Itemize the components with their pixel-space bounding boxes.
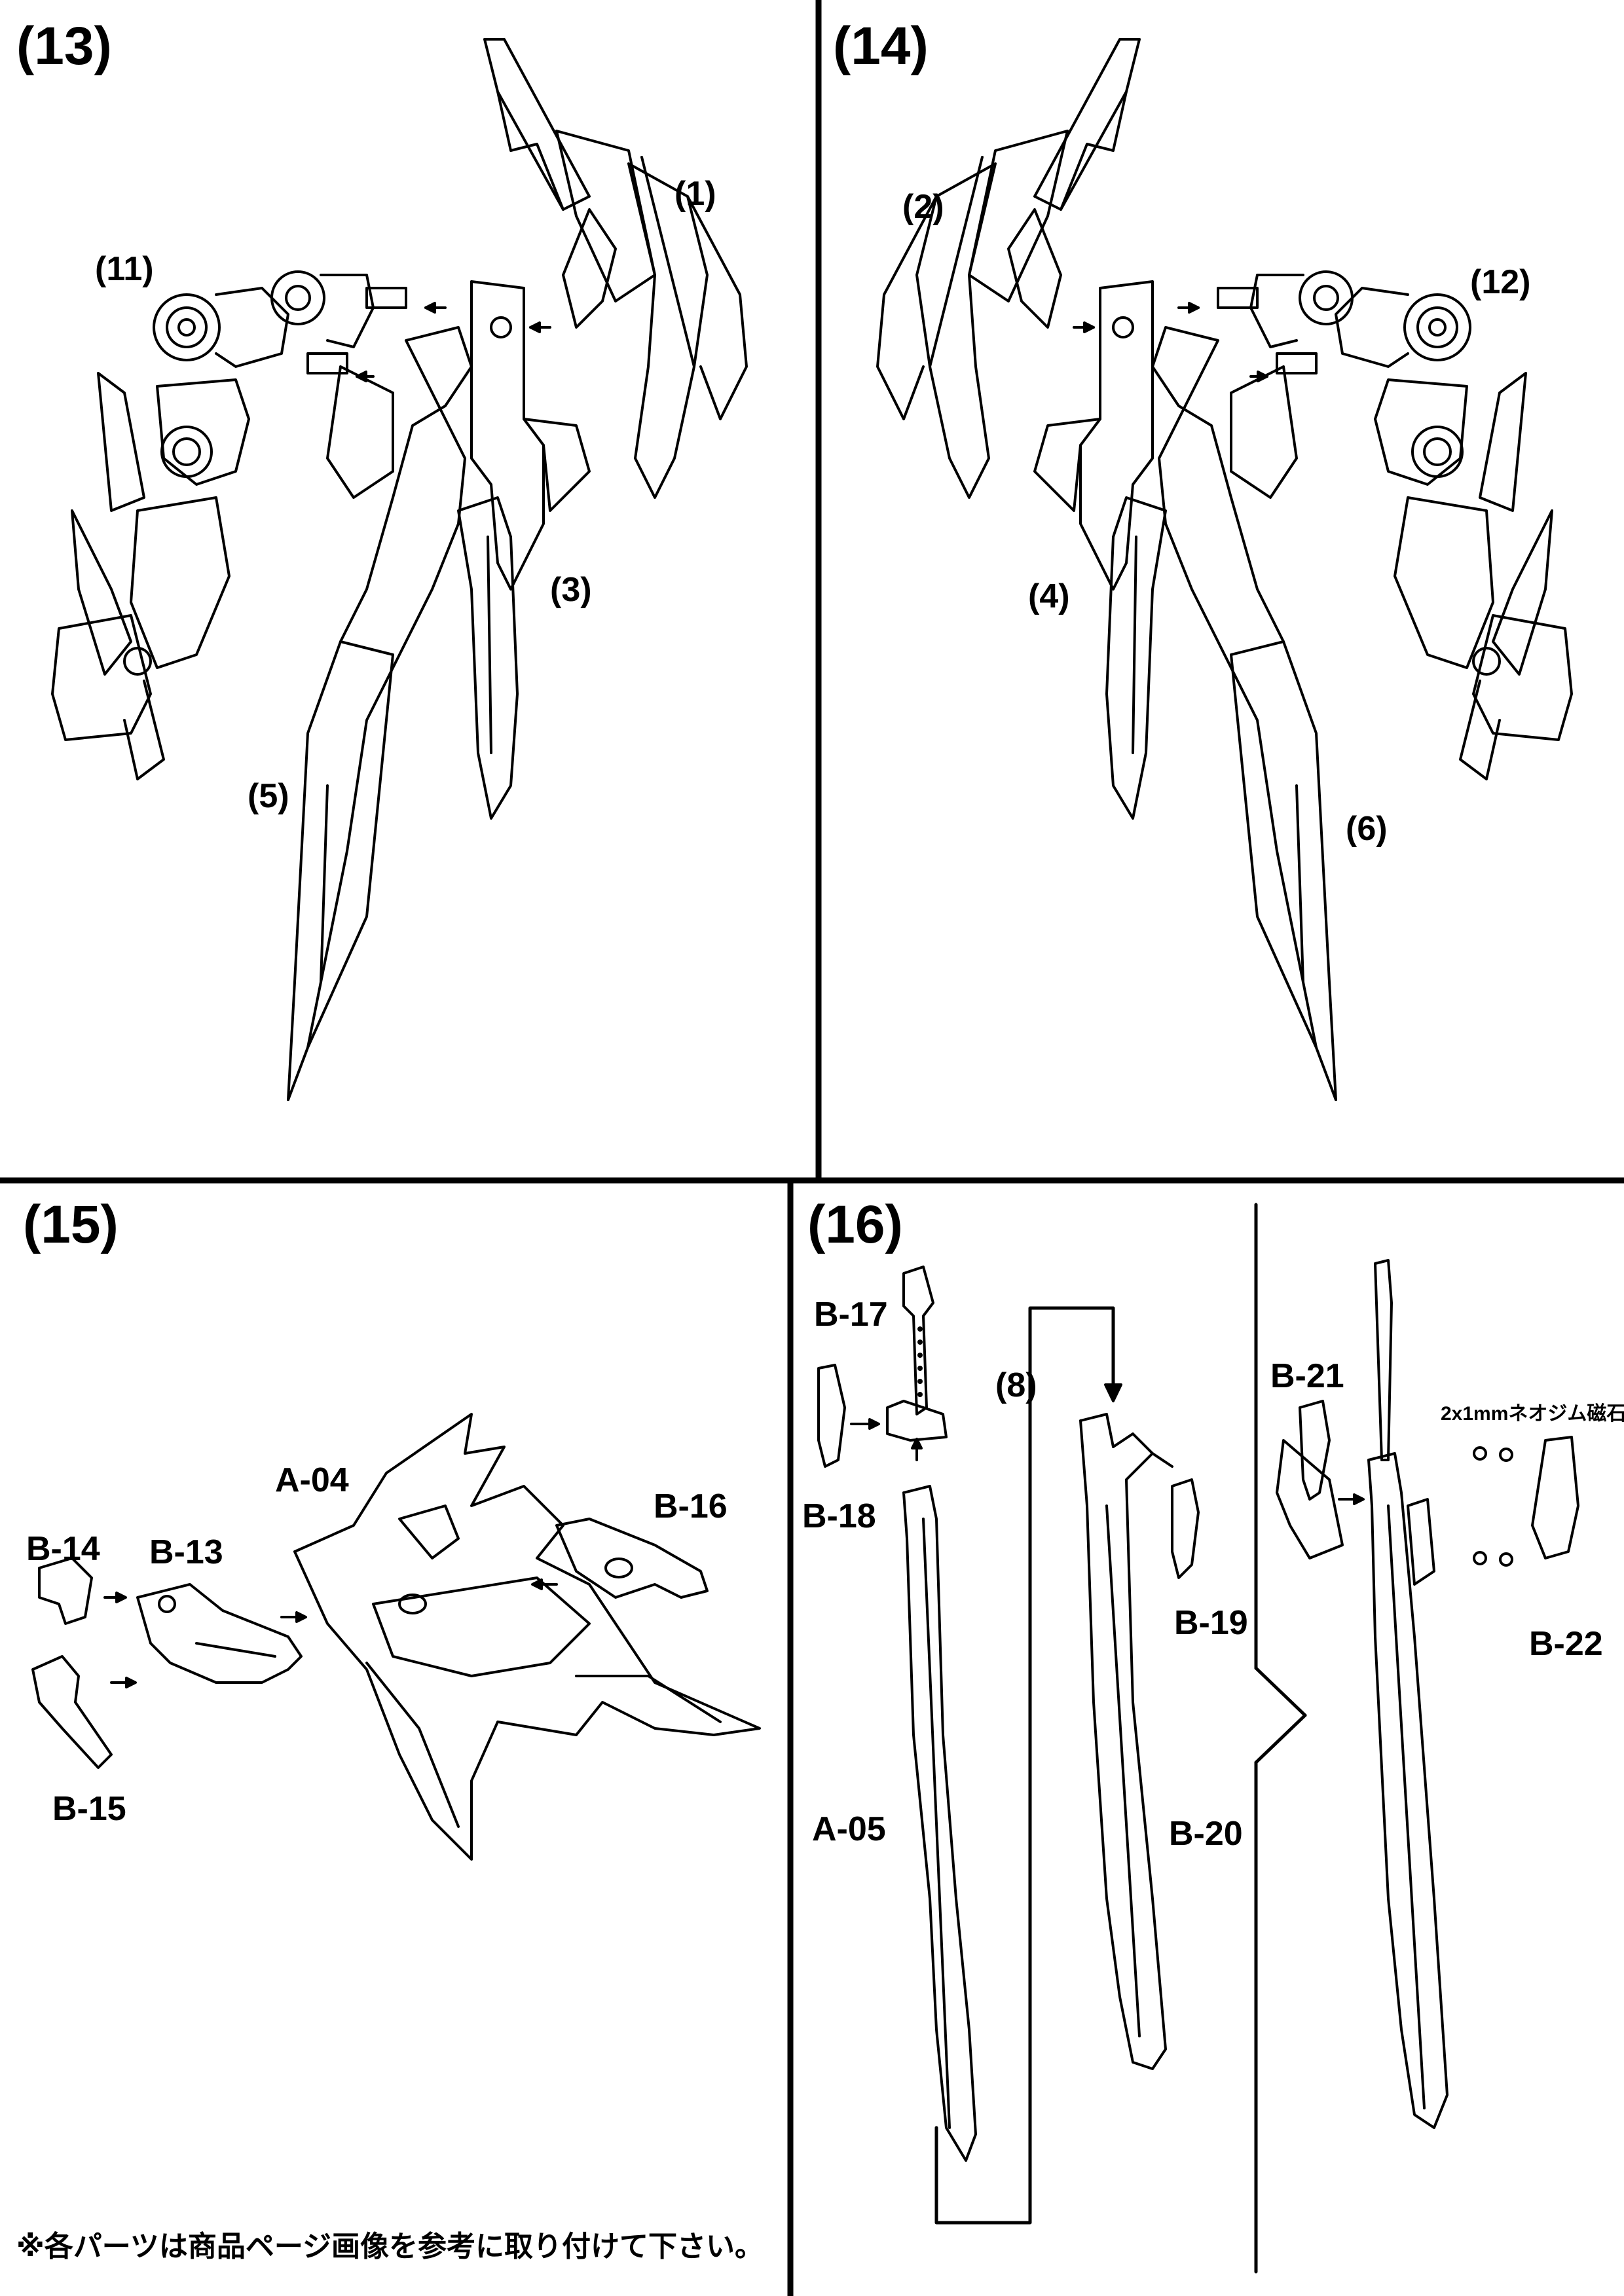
panel-15-art (31, 1413, 761, 1861)
step-16-number: (16) (807, 1195, 903, 1254)
part-label-16-c: B-21 (1270, 1357, 1344, 1395)
part-label-16-a: B-17 (814, 1296, 888, 1334)
part-label-13-a: (1) (674, 175, 716, 213)
part-label-13-c: (3) (550, 571, 592, 609)
part-label-14-d: (6) (1346, 810, 1388, 848)
panel-16-art (817, 1203, 1579, 2274)
part-label-15-b: B-16 (654, 1487, 728, 1525)
panel-13-art (51, 38, 748, 1101)
part-label-16-g: A-05 (812, 1810, 886, 1848)
part-label-15-a: A-04 (275, 1461, 349, 1499)
step-14-number: (14) (833, 16, 929, 76)
panel-14-art (876, 38, 1573, 1101)
part-label-15-e: B-15 (52, 1790, 126, 1828)
part-label-14-a: (2) (902, 188, 944, 226)
part-label-13-b: (11) (95, 250, 154, 288)
step-15-number: (15) (23, 1195, 119, 1254)
part-label-16-d: B-18 (802, 1497, 876, 1535)
part-label-16-f: B-22 (1529, 1625, 1603, 1663)
part-label-15-c: B-14 (26, 1530, 100, 1568)
part-label-16-h: B-20 (1169, 1815, 1243, 1853)
part-label-14-b: (12) (1470, 263, 1531, 301)
footnote: ※各パーツは商品ページ画像を参考に取り付けて下さい。 (16, 2231, 764, 2263)
part-label-14-c: (4) (1028, 577, 1070, 615)
magnet-note: 2x1mmネオジム磁石 (1441, 1403, 1624, 1425)
part-label-16-b: (8) (995, 1366, 1037, 1404)
step-13-number: (13) (16, 16, 112, 76)
part-label-13-d: (5) (248, 777, 289, 815)
part-label-15-d: B-13 (149, 1533, 223, 1571)
part-label-16-e: B-19 (1174, 1604, 1248, 1642)
